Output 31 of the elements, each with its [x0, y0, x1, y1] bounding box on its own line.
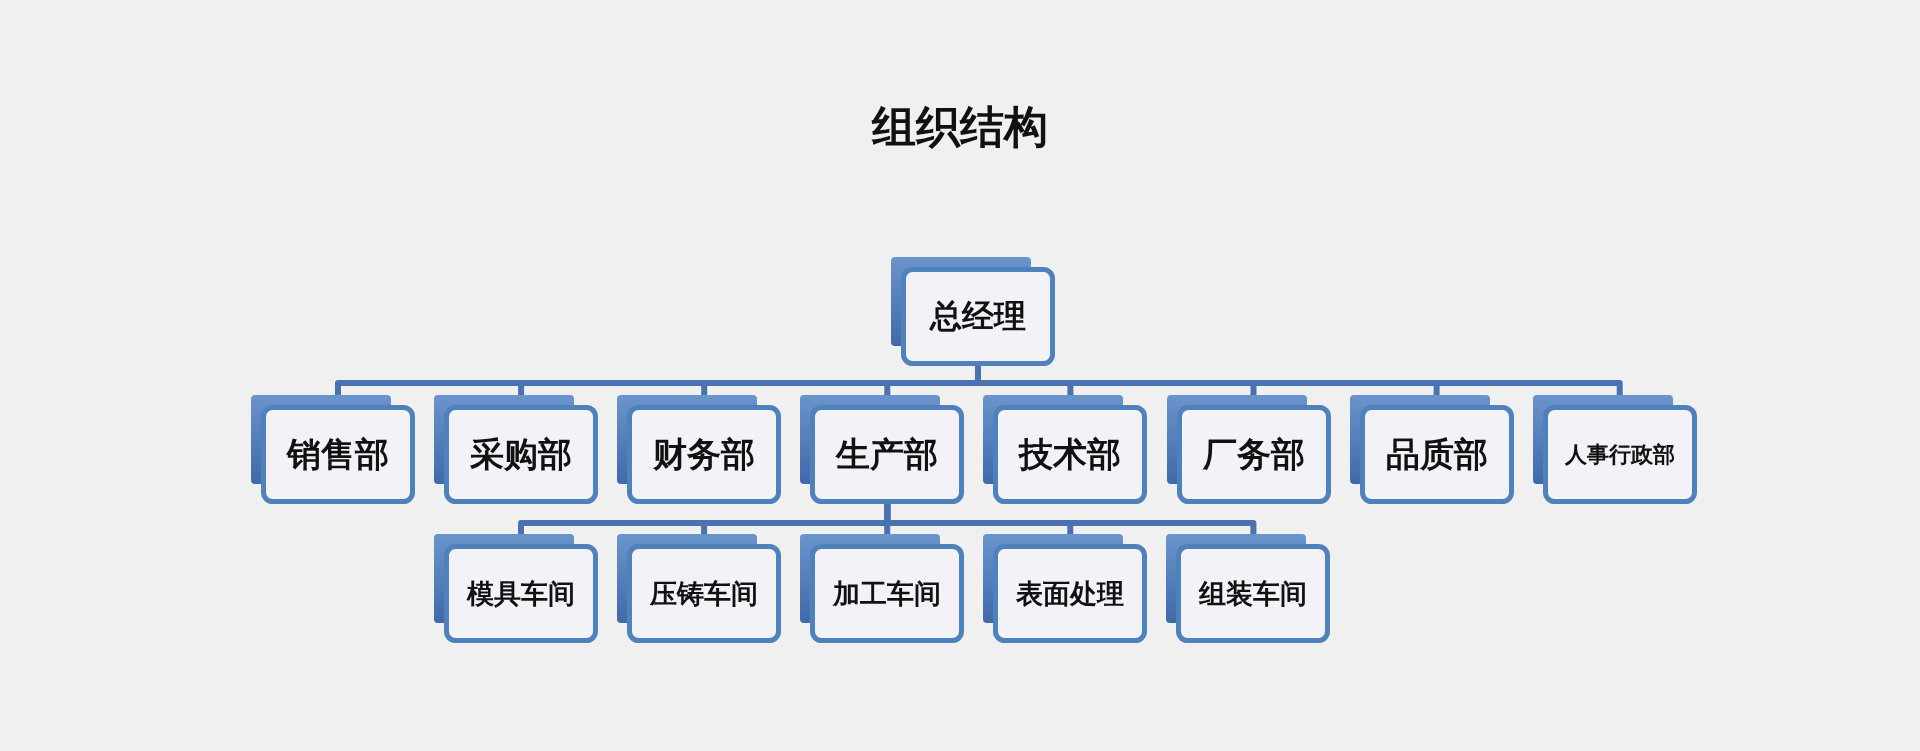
connector-line [975, 363, 1623, 398]
department-box [800, 395, 965, 504]
department-name: 人事行政部 [1564, 440, 1675, 469]
department-name: 加工车间 [833, 576, 942, 611]
department-name: 销售部 [287, 432, 389, 476]
department-name: 总经理 [930, 295, 1026, 337]
department-box [617, 395, 782, 504]
department-name: 模具车间 [467, 576, 575, 611]
department-box [1166, 534, 1331, 643]
department-name: 生产部 [836, 432, 939, 476]
department-box [1532, 395, 1697, 504]
department-box [983, 395, 1148, 504]
department-name: 组装车间 [1199, 576, 1308, 611]
department-name: 技术部 [1019, 432, 1122, 476]
department-name: 品质部 [1385, 432, 1488, 476]
department-box [983, 534, 1148, 643]
department-box [1166, 395, 1331, 504]
department-box [1349, 395, 1514, 504]
department-name: 财务部 [653, 432, 756, 476]
department-box [800, 534, 965, 643]
department-name: 厂务部 [1202, 432, 1305, 476]
department-box [891, 257, 1055, 366]
chart-title: 组织结构 [872, 101, 1048, 152]
department-name: 采购部 [470, 432, 573, 476]
department-box [434, 395, 599, 504]
department-name: 压铸车间 [650, 576, 759, 611]
connector-line [884, 501, 1257, 537]
department-name: 表面处理 [1016, 576, 1125, 611]
department-box [251, 395, 415, 504]
department-box [617, 534, 782, 643]
department-box [434, 534, 598, 643]
